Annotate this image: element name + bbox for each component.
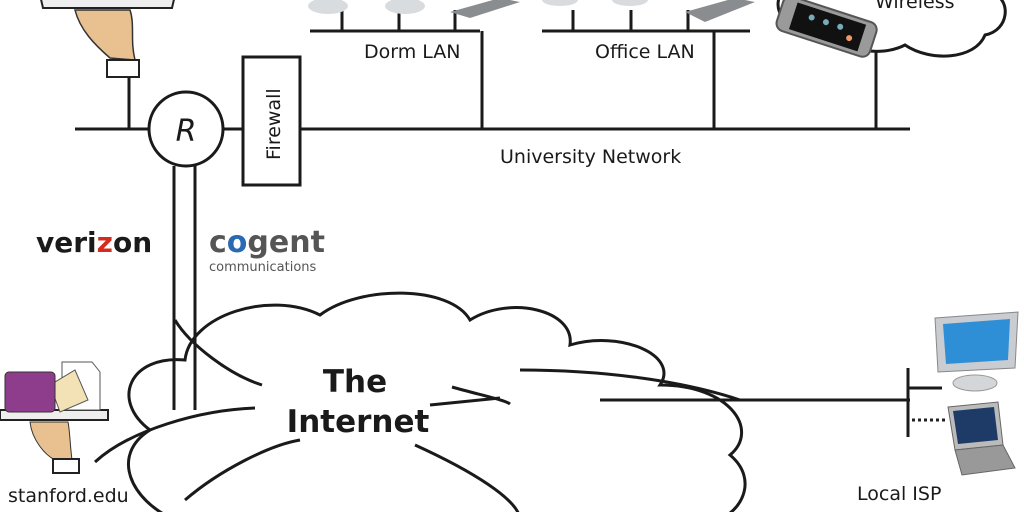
cogent-logo: cogent xyxy=(209,225,325,260)
internet-label-line1: The xyxy=(323,364,387,400)
stanford-label: stanford.edu xyxy=(8,485,129,507)
wireless-label: Wireless xyxy=(875,0,955,13)
internet-cloud xyxy=(126,291,747,512)
verizon-logo: verizon xyxy=(36,226,152,259)
internet-label-line2: Internet xyxy=(287,404,430,440)
stanford-server-icon xyxy=(0,361,109,474)
office-lan-label: Office LAN xyxy=(595,41,695,63)
lan-hosts xyxy=(308,0,755,31)
router-label: R xyxy=(176,114,197,149)
server-hand-icon xyxy=(40,0,175,78)
router-node xyxy=(147,90,225,168)
desktop-monitor-icon xyxy=(934,311,1019,392)
university-network-label: University Network xyxy=(500,146,681,168)
dorm-lan-label: Dorm LAN xyxy=(364,41,461,63)
firewall-label: Firewall xyxy=(263,88,285,160)
cogent-tagline: communications xyxy=(209,260,317,275)
smartphone-icon xyxy=(775,0,878,58)
local-isp-label: Local ISP xyxy=(857,483,941,505)
laptop-icon xyxy=(947,401,1016,476)
internet-routes xyxy=(93,319,910,512)
firewall-box xyxy=(241,55,302,187)
